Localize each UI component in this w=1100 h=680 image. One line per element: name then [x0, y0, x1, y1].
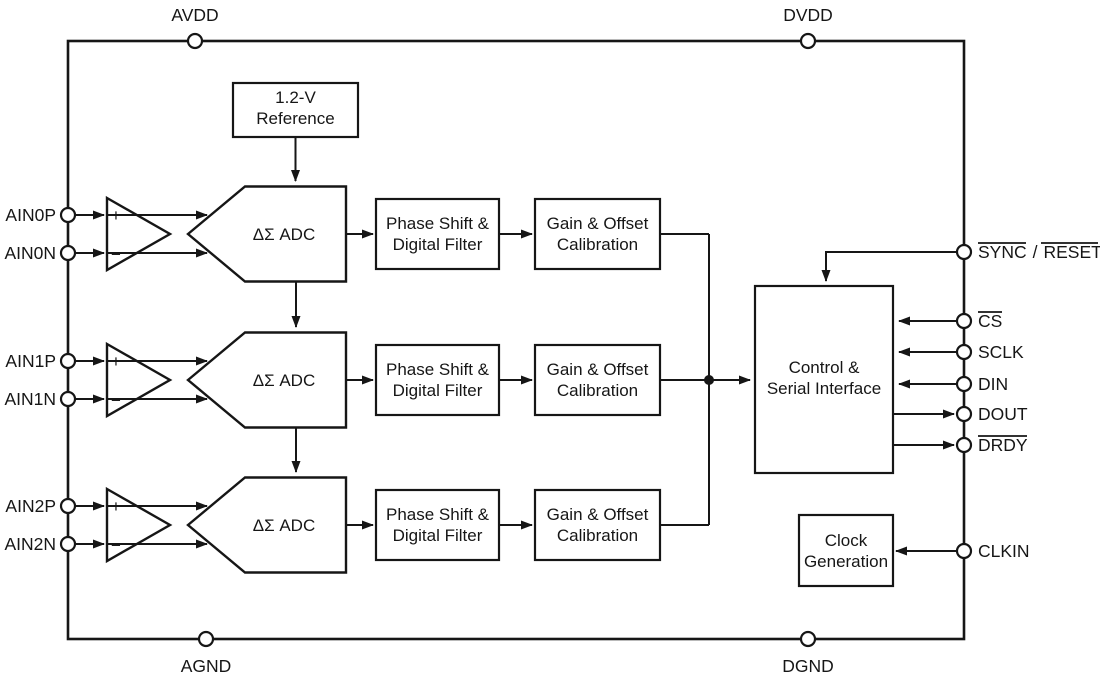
phase-filter-line1: Phase Shift &	[386, 214, 490, 233]
dgnd-pin	[799, 630, 817, 648]
phase-filter-line1: Phase Shift &	[386, 505, 490, 524]
ain1n-label: AIN1N	[4, 389, 56, 409]
amp-minus-sign: −	[111, 391, 121, 410]
clock-line2: Generation	[804, 552, 888, 571]
clock-line1: Clock	[825, 531, 868, 550]
clkin-label: CLKIN	[978, 541, 1030, 561]
channel-2: + − ΔΣ ADC Phase Shift & Digital Filter …	[75, 476, 709, 574]
agnd-pin	[197, 630, 215, 648]
ain1p-label: AIN1P	[5, 351, 56, 371]
ain1p-pin	[59, 352, 77, 370]
clock-generation-block	[797, 513, 895, 588]
ain2p-label: AIN2P	[5, 496, 56, 516]
amp-minus-sign: −	[111, 536, 121, 555]
ain2n-pin	[59, 535, 77, 553]
gain-offset-block	[533, 488, 662, 562]
dvdd-label: DVDD	[783, 5, 833, 25]
gain-offset-line1: Gain & Offset	[547, 360, 649, 379]
wire-sync-reset	[821, 251, 957, 282]
din-label: DIN	[978, 374, 1008, 394]
phase-filter-block	[374, 488, 501, 562]
reference-block	[231, 81, 360, 139]
din-pin	[955, 375, 973, 393]
phase-filter-line2: Digital Filter	[393, 235, 483, 254]
gain-offset-line2: Calibration	[557, 235, 638, 254]
ain0n-pin	[59, 244, 77, 262]
ain2p-pin	[59, 497, 77, 515]
channel-0: + − ΔΣ ADC Phase Shift & Digital Filter …	[75, 185, 709, 283]
cs-label: CS	[978, 311, 1002, 331]
dvdd-pin	[799, 32, 817, 50]
agnd-label: AGND	[181, 656, 232, 676]
avdd-pin	[186, 32, 204, 50]
control-line2: Serial Interface	[767, 379, 881, 398]
gain-offset-block	[533, 197, 662, 271]
phase-filter-line1: Phase Shift &	[386, 360, 490, 379]
ain0n-label: AIN0N	[4, 243, 56, 263]
ain0p-label: AIN0P	[5, 205, 56, 225]
sync-reset-label: SYNC/RESET	[978, 242, 1100, 262]
dout-label: DOUT	[978, 404, 1028, 424]
phase-filter-line2: Digital Filter	[393, 526, 483, 545]
phase-filter-line2: Digital Filter	[393, 381, 483, 400]
cs-pin	[955, 312, 973, 330]
dgnd-label: DGND	[782, 656, 834, 676]
ain0p-pin	[59, 206, 77, 224]
adc-label: ΔΣ ADC	[253, 225, 315, 244]
sclk-label: SCLK	[978, 342, 1024, 362]
ain2n-label: AIN2N	[4, 534, 56, 554]
sclk-pin	[955, 343, 973, 361]
gain-offset-line1: Gain & Offset	[547, 214, 649, 233]
sync-reset-pin	[955, 243, 973, 261]
adc-label: ΔΣ ADC	[253, 516, 315, 535]
drdy-label: DRDY	[978, 435, 1028, 455]
avdd-label: AVDD	[171, 5, 218, 25]
gain-offset-line1: Gain & Offset	[547, 505, 649, 524]
phase-filter-block	[374, 343, 501, 417]
clkin-pin	[955, 542, 973, 560]
adc-label: ΔΣ ADC	[253, 371, 315, 390]
chip-boundary	[66, 39, 966, 641]
control-line1: Control &	[789, 358, 861, 377]
control-serial-block	[753, 284, 895, 475]
dout-pin	[955, 405, 973, 423]
reference-line1: 1.2-V	[275, 88, 316, 107]
channel-1: + − ΔΣ ADC Phase Shift & Digital Filter …	[75, 331, 709, 429]
gain-offset-block	[533, 343, 662, 417]
ain1n-pin	[59, 390, 77, 408]
phase-filter-block	[374, 197, 501, 271]
amp-minus-sign: −	[111, 245, 121, 264]
gain-offset-line2: Calibration	[557, 381, 638, 400]
drdy-pin	[955, 436, 973, 454]
reference-line2: Reference	[256, 109, 334, 128]
gain-offset-line2: Calibration	[557, 526, 638, 545]
